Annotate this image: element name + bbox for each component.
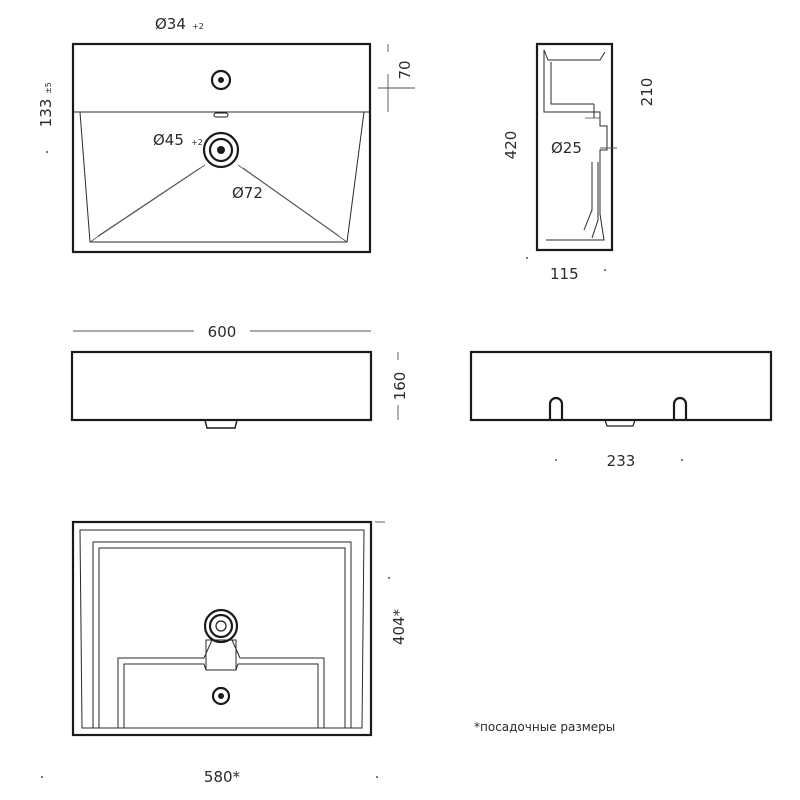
rear-drain-outlet bbox=[604, 419, 636, 427]
side-width-label: 115 bbox=[550, 265, 579, 283]
bottom-inner-frame bbox=[92, 541, 352, 729]
side-height-label: 420 bbox=[502, 131, 520, 160]
mounting-note: *посадочные размеры bbox=[474, 720, 615, 734]
side-outer-outline bbox=[535, 42, 614, 252]
dia-flange-label: Ø72 bbox=[232, 184, 263, 202]
basin-outline-top bbox=[71, 42, 372, 254]
front-outline bbox=[70, 350, 373, 422]
rear-width-label: 233 bbox=[607, 452, 636, 470]
bottom-tap-boss bbox=[205, 639, 237, 671]
drain-hole-icon bbox=[202, 131, 240, 169]
top-view: Ø34 +2 Ø45 +2 Ø72 70 133 ±5 bbox=[37, 15, 415, 254]
mount-width-label: 580* bbox=[204, 768, 241, 786]
side-section-view: 420 210 Ø25 115 bbox=[502, 42, 656, 283]
rear-outline bbox=[469, 350, 773, 422]
dia-tap-label: Ø34 bbox=[155, 15, 186, 33]
dia-tap-tolerance: +2 bbox=[192, 22, 204, 31]
bottom-tap-hole-icon bbox=[203, 608, 239, 644]
dia-drain-label: Ø45 bbox=[153, 131, 184, 149]
side-upper-label: 210 bbox=[638, 78, 656, 107]
bottom-recess-outline bbox=[117, 639, 325, 728]
height-tolerance: ±5 bbox=[44, 82, 53, 94]
basin-bowl-outline bbox=[79, 111, 365, 243]
mount-height-label: 404* bbox=[390, 608, 408, 645]
side-inner-profile bbox=[543, 50, 608, 241]
depth-back-label: 70 bbox=[396, 60, 414, 79]
height-label: 133 bbox=[37, 99, 55, 128]
bottom-drain-hole-icon bbox=[211, 686, 231, 706]
front-drain-outlet bbox=[204, 419, 238, 429]
rear-mount-slot-left bbox=[548, 396, 564, 420]
overflow-slot-icon bbox=[213, 112, 229, 118]
rear-mount-slot-right bbox=[672, 396, 688, 420]
tap-hole-icon bbox=[210, 69, 232, 91]
front-height-label: 160 bbox=[391, 372, 409, 401]
front-width-label: 600 bbox=[208, 323, 237, 341]
rear-view: 233 bbox=[469, 350, 773, 470]
front-view: 600 160 bbox=[70, 323, 409, 429]
side-overflow-dia-label: Ø25 bbox=[551, 139, 582, 157]
dia-drain-tolerance: +2 bbox=[191, 138, 203, 147]
bottom-view: 404* 580* *посадочные размеры bbox=[41, 520, 615, 786]
bottom-outer-outline bbox=[71, 520, 373, 737]
